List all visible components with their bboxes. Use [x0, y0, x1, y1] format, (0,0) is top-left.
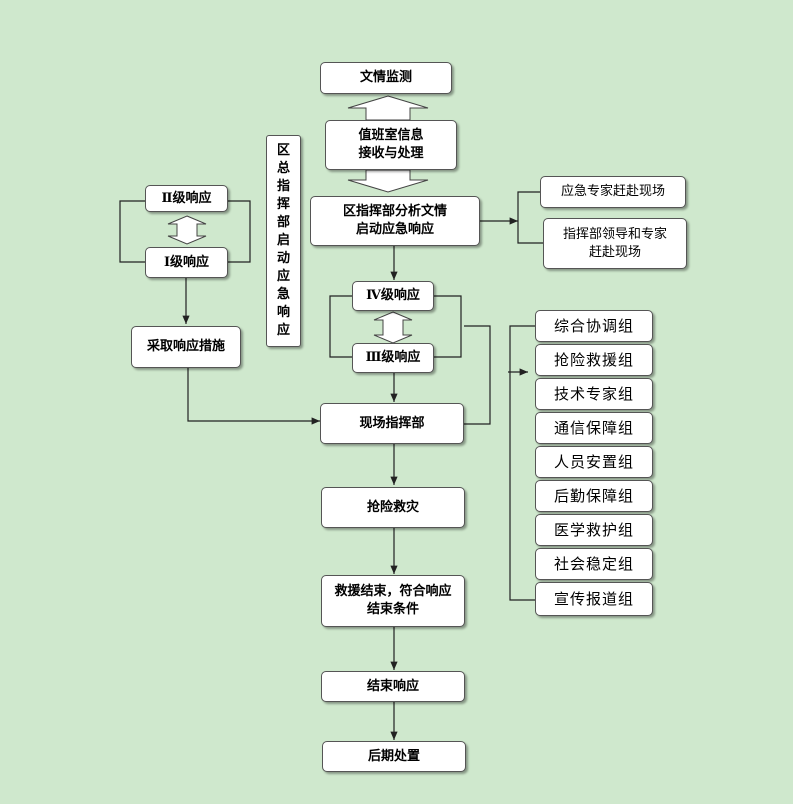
node-measures: 采取响应措施: [131, 326, 241, 368]
node-site-command: 现场指挥部: [320, 403, 464, 444]
node-level-2: Ⅱ级响应: [145, 185, 228, 212]
node-duty-room: 值班室信息 接收与处理: [325, 120, 457, 170]
node-aftermath: 后期处置: [322, 741, 466, 772]
vertical-char: 区: [276, 143, 290, 158]
hollow-arrow-duty: [347, 169, 429, 193]
hollow-arrow-levels-12: [167, 215, 207, 245]
group-box: 综合协调组: [535, 310, 653, 342]
vertical-char: 指: [276, 179, 290, 194]
group-box: 人员安置组: [535, 446, 653, 478]
vertical-char: 总: [276, 161, 290, 176]
vertical-char: 应: [276, 269, 290, 284]
group-box: 社会稳定组: [535, 548, 653, 580]
hollow-arrow-monitor: [347, 95, 429, 121]
group-box: 宣传报道组: [535, 582, 653, 616]
group-box: 后勤保障组: [535, 480, 653, 512]
node-level-3: Ⅲ级响应: [352, 343, 434, 373]
node-end-condition: 救援结束，符合响应 结束条件: [321, 575, 465, 627]
group-box: 医学救护组: [535, 514, 653, 546]
node-end-response: 结束响应: [321, 671, 465, 702]
vertical-char: 挥: [276, 197, 290, 212]
node-vertical-label: 区 总 指 挥 部 启 动 应 急 响 应: [266, 135, 301, 347]
node-level-1: Ⅰ级响应: [145, 247, 228, 278]
node-expert-arrive: 应急专家赶赴现场: [540, 176, 686, 208]
vertical-char: 急: [276, 287, 290, 302]
vertical-char: 响: [276, 305, 290, 320]
vertical-char: 应: [276, 323, 290, 338]
node-district-command: 区指挥部分析文情 启动应急响应: [310, 196, 480, 246]
vertical-char: 动: [276, 251, 290, 266]
group-box: 抢险救援组: [535, 344, 653, 376]
hollow-arrow-levels-34: [373, 311, 413, 344]
vertical-char: 启: [276, 233, 290, 248]
node-rescue: 抢险救灾: [321, 487, 465, 528]
node-leaders-arrive: 指挥部领导和专家 赶赴现场: [543, 218, 687, 269]
group-box: 技术专家组: [535, 378, 653, 410]
node-monitor: 文情监测: [320, 62, 452, 94]
group-box: 通信保障组: [535, 412, 653, 444]
vertical-char: 部: [276, 215, 290, 230]
node-level-4: Ⅳ级响应: [352, 281, 434, 311]
